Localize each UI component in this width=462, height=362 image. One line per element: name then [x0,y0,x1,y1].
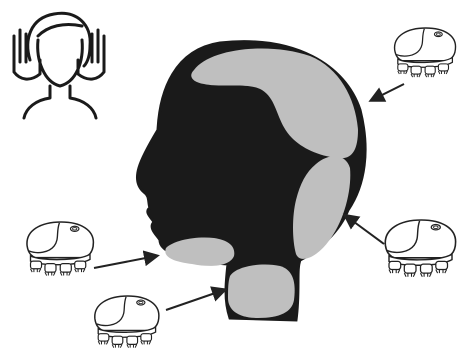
massager-top-right [395,28,456,77]
arrow-to-crown [372,84,404,100]
face-massage-icon [14,13,104,118]
massager-left [27,222,93,276]
arrow-to-nape [346,216,384,244]
scalp-massager-icon [395,28,456,77]
scalp-massager-icon [385,220,455,277]
arrow-to-chin [94,256,156,268]
massager-right [385,220,455,277]
scalp-massager-icon [95,296,159,348]
massager-bottom [95,296,159,348]
arrow-to-neck [166,290,224,310]
neck-zone [228,264,295,318]
scalp-massager-icon [27,222,93,276]
